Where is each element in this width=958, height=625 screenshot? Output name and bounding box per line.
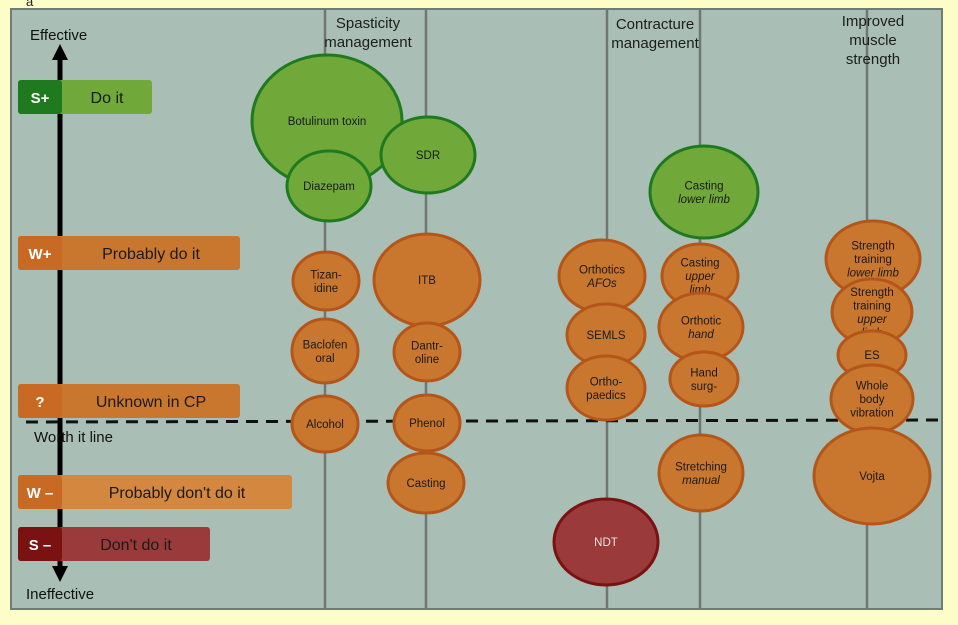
bubble-label: NDT <box>594 537 618 549</box>
rating-legend: S+ Do it W+ Probably do it? Unknown in CP W –… <box>18 80 292 561</box>
diagram-panel: Effective Ineffective Worth it line S+ Do… <box>10 8 943 610</box>
bubble-shape <box>290 394 360 454</box>
rating-code: S+ <box>31 90 50 107</box>
bubble-label: Botulinum toxin <box>288 116 367 128</box>
bubble-sdr: SDR <box>379 115 477 195</box>
rating-weak-positive: W+ Probably do it <box>18 236 240 270</box>
bubble-label: SEMLS <box>587 330 626 342</box>
rating-code-box <box>18 527 62 561</box>
bubble-shape <box>285 149 373 223</box>
bubble-diazepam: Diazepam <box>285 149 373 223</box>
rating-box <box>18 475 292 509</box>
rating-box <box>18 236 240 270</box>
bubble-itb: ITB <box>372 232 482 328</box>
bubble-shape <box>565 354 647 422</box>
rating-code: W+ <box>29 246 52 263</box>
rating-strong-positive: S+ Do it <box>18 80 152 114</box>
bubble-vojta: Vojta <box>812 426 932 526</box>
axis-arrow-up-icon <box>52 44 68 60</box>
bubble-alcohol: Alcohol <box>290 394 360 454</box>
bubble-tizanidine: Tizan-idine <box>291 250 361 312</box>
bubble-shape <box>812 426 932 526</box>
bubble-label: Ortho-paedics <box>586 376 626 402</box>
bubble-shape <box>291 250 361 312</box>
bubble-label: Diazepam <box>303 181 355 193</box>
rating-strong-negative: S – Don't do it <box>18 527 210 561</box>
bubble-shape <box>379 115 477 195</box>
rating-code-box <box>18 384 62 418</box>
worth-it-line-label: Worth it line <box>34 429 113 446</box>
rating-code: S – <box>29 537 52 554</box>
worth-it-line-group: Worth it line <box>25 418 939 446</box>
rating-label: Do it <box>91 90 124 107</box>
rating-box <box>18 527 210 561</box>
bubble-shape <box>648 144 760 240</box>
bubble-casting-spasticity: Casting <box>386 451 466 515</box>
figure-panel-letter: a <box>26 0 34 9</box>
bubble-dantroline: Dantr-oline <box>392 321 462 383</box>
bubble-label: Dantr-oline <box>411 340 443 366</box>
evidence-diagram: Effective Ineffective Worth it line S+ Do… <box>18 10 939 608</box>
rating-unknown: ? Unknown in CP <box>18 384 240 418</box>
bubble-label: ES <box>864 350 880 362</box>
axis-bottom-label: Ineffective <box>26 586 94 603</box>
bubble-orthopaedics: Ortho-paedics <box>565 354 647 422</box>
bubble-shape <box>657 433 745 513</box>
rating-label: Probably don't do it <box>109 485 246 502</box>
bubble-label: SDR <box>416 150 440 162</box>
rating-weak-negative: W – Probably don't do it <box>18 475 292 509</box>
rating-code-box <box>18 236 62 270</box>
worth-it-line <box>25 418 939 424</box>
rating-code: ? <box>35 394 44 411</box>
rating-box <box>18 384 240 418</box>
bubble-label: Phenol <box>409 418 445 430</box>
rating-label: Unknown in CP <box>96 394 206 411</box>
bubble-shape <box>392 321 462 383</box>
bubble-shape <box>668 350 740 408</box>
bubble-phenol: Phenol <box>392 393 462 453</box>
bubble-shape <box>392 393 462 453</box>
rating-label: Probably do it <box>102 246 200 263</box>
bubble-shape <box>290 317 360 385</box>
bubble-ndt: NDT <box>552 497 660 587</box>
axis-top-label: Effective <box>30 27 87 44</box>
bubble-label: Casting <box>407 478 446 490</box>
rating-label: Don't do it <box>100 537 172 554</box>
rating-code-box <box>18 475 62 509</box>
rating-code: W – <box>27 485 54 502</box>
axis-arrow-down-icon <box>52 566 68 582</box>
bubble-shape <box>386 451 466 515</box>
bubble-shape <box>552 497 660 587</box>
bubble-label: Vojta <box>859 471 885 483</box>
bubble-label: Tizan-idine <box>310 269 342 295</box>
bubble-label: Alcohol <box>306 419 344 431</box>
rating-code-box <box>18 80 62 114</box>
bubble-label: ITB <box>418 275 436 287</box>
